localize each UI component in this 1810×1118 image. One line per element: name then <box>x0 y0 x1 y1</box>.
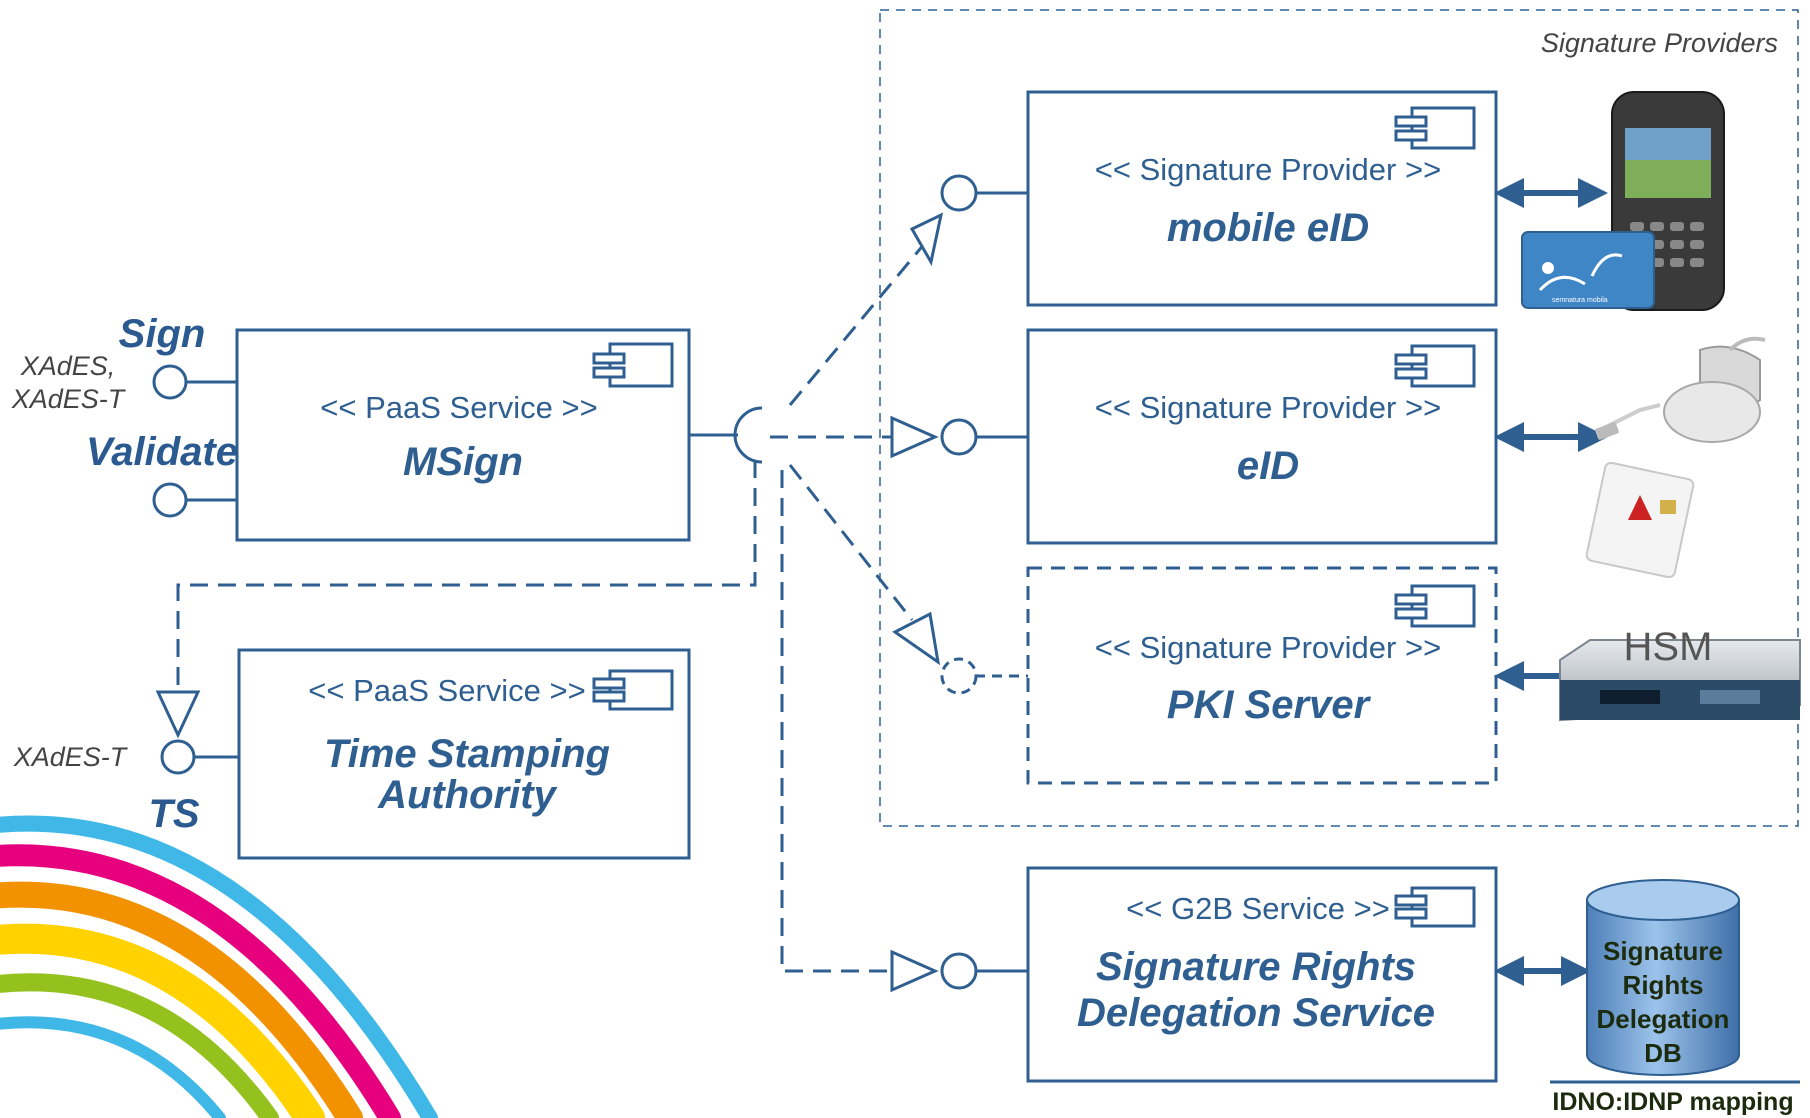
decorative-swirl <box>0 815 438 1118</box>
signature-providers-group <box>879 9 1799 827</box>
database-cylinder-icon: Signature Rights Delegation DB <box>1586 879 1740 1076</box>
dependency-msign-ts <box>176 460 757 692</box>
eid-component[interactable]: << Signature Provider >> eID <box>1026 328 1498 545</box>
tsa-name-line2: Authority <box>377 773 558 817</box>
sim-caption: semnatura mobila <box>1552 297 1608 304</box>
pki-name: PKI Server <box>1167 683 1372 727</box>
mobile-eid-component[interactable]: << Signature Provider >> mobile eID <box>1026 90 1498 307</box>
mobile-phone-sim-icon: semnatura mobila <box>1521 91 1725 311</box>
mobile-eid-name: mobile eID <box>1167 206 1369 250</box>
group-title: Signature Providers <box>1541 28 1778 58</box>
sign-interface[interactable] <box>152 364 237 400</box>
ts-interface[interactable] <box>160 739 239 775</box>
sign-label: Sign <box>119 312 206 356</box>
arrowhead-pki <box>892 611 941 666</box>
msign-required-socket <box>689 406 763 464</box>
component-icon <box>1394 106 1476 150</box>
mobile-eid-stereotype: << Signature Provider >> <box>1095 152 1441 187</box>
dependency-to-mobile-eid <box>788 242 927 406</box>
srds-name-line2: Delegation Service <box>1077 991 1435 1035</box>
ts-format: XAdES-T <box>13 742 129 772</box>
db-label-line2: Rights <box>1623 970 1704 1000</box>
component-icon <box>1394 344 1476 388</box>
component-icon <box>1394 886 1476 928</box>
pki-stereotype: << Signature Provider >> <box>1095 630 1441 665</box>
component-icon <box>592 342 674 388</box>
eid-stereotype: << Signature Provider >> <box>1095 390 1441 425</box>
sign-format-line1: XAdES, <box>20 351 116 381</box>
mobile-eid-interface <box>940 174 1028 212</box>
validate-interface[interactable] <box>152 482 237 518</box>
eid-interface <box>940 418 1028 456</box>
arrowhead-srds <box>890 949 939 993</box>
srds-interface <box>940 952 1028 990</box>
pki-component[interactable]: << Signature Provider >> PKI Server <box>1026 566 1498 785</box>
srds-component[interactable]: << G2B Service >> Signature Rights Deleg… <box>1026 866 1498 1083</box>
smart-card-reader-icon <box>1585 336 1766 579</box>
srds-name-line1: Signature Rights <box>1096 945 1416 989</box>
pki-interface <box>940 657 1028 695</box>
tsa-stereotype: << PaaS Service >> <box>308 673 585 708</box>
device-links <box>1494 178 1608 986</box>
sign-format-line2: XAdES-T <box>11 384 127 414</box>
component-icon <box>592 669 674 711</box>
component-icon <box>1394 584 1476 628</box>
tsa-component[interactable]: << PaaS Service >> Time Stamping Authori… <box>237 648 691 860</box>
dependency-lines <box>770 242 927 973</box>
dependency-to-pki <box>788 464 914 621</box>
srds-stereotype: << G2B Service >> <box>1126 891 1390 926</box>
arrowhead-mobile-eid <box>909 212 944 267</box>
dependency-arrowhead-ts <box>155 690 201 739</box>
msign-stereotype: << PaaS Service >> <box>320 390 597 425</box>
eid-name: eID <box>1237 444 1299 488</box>
arrowhead-eid <box>890 415 939 459</box>
tsa-name-line1: Time Stamping <box>324 732 610 776</box>
dependency-to-srds <box>780 470 892 973</box>
db-label-line4: DB <box>1644 1038 1682 1068</box>
hsm-label: HSM <box>1624 625 1713 669</box>
hsm-server-icon: HSM <box>1559 625 1801 722</box>
ts-label: TS <box>148 792 199 836</box>
db-caption: IDNO:IDNP mapping <box>1552 1088 1793 1116</box>
db-label-line3: Delegation <box>1597 1004 1730 1034</box>
msign-component[interactable]: << PaaS Service >> MSign <box>235 328 691 542</box>
db-label-line1: Signature <box>1603 936 1723 966</box>
validate-label: Validate <box>86 430 238 474</box>
dependency-arrowheads <box>890 212 944 993</box>
msign-name: MSign <box>403 440 523 484</box>
